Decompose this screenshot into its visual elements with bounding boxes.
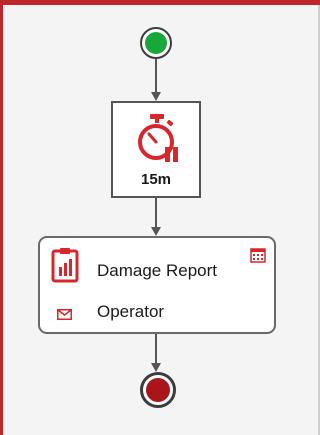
timer-node[interactable]: 15m xyxy=(111,101,201,198)
calendar-icon[interactable] xyxy=(250,247,266,263)
task-node-damage-report[interactable]: Damage Report Operator xyxy=(38,236,276,334)
end-event-fill xyxy=(146,378,170,402)
canvas-left-border xyxy=(0,5,3,435)
task-title: Damage Report xyxy=(97,261,218,280)
envelope-icon xyxy=(57,309,72,320)
canvas-top-border xyxy=(0,0,320,5)
canvas-right-border xyxy=(318,5,320,435)
start-event-fill xyxy=(145,32,167,54)
start-event[interactable] xyxy=(140,27,172,59)
stopwatch-icon xyxy=(138,114,178,162)
timer-duration-label: 15m xyxy=(140,171,172,188)
end-event[interactable] xyxy=(140,372,176,408)
task-assignee-role: Operator xyxy=(97,302,165,321)
clipboard-chart-icon xyxy=(51,248,79,283)
